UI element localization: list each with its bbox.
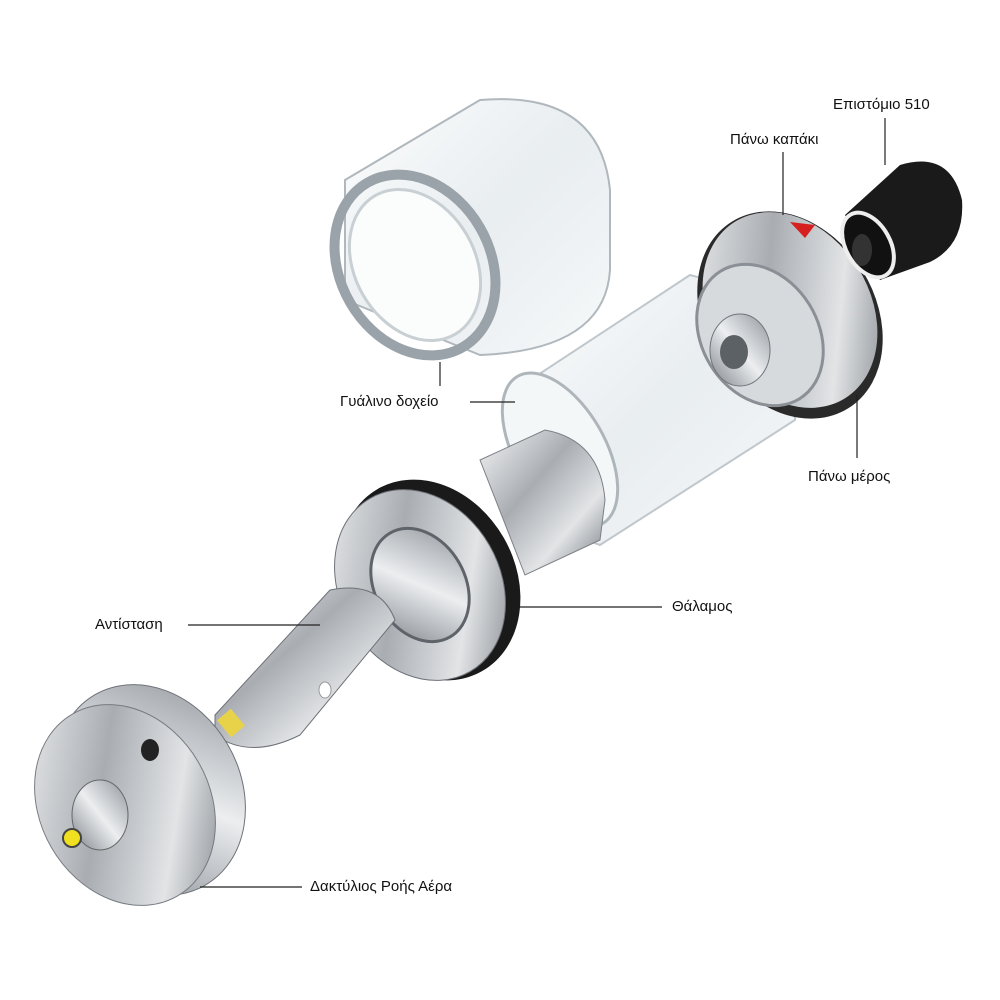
leader-lines [188,118,886,888]
mouthpiece-510 [840,161,963,280]
spare-glass-tank [329,98,611,361]
label-top-section: Πάνω μέρος [808,468,891,485]
label-top-cap: Πάνω καπάκι [730,131,819,148]
airflow-ring-base [34,684,246,906]
label-airflow-ring: Δακτύλιος Ροής Αέρα [310,878,453,895]
coil [214,587,396,748]
positive-pin-icon [62,828,82,848]
label-mouthpiece: Επιστόμιο 510 [833,96,930,113]
label-glass-tank: Γυάλινο δοχείο [340,393,439,410]
top-section [695,211,883,419]
label-chamber: Θάλαμος [672,598,733,615]
red-arrow-icon [790,222,815,238]
label-coil: Αντίσταση [95,616,163,633]
